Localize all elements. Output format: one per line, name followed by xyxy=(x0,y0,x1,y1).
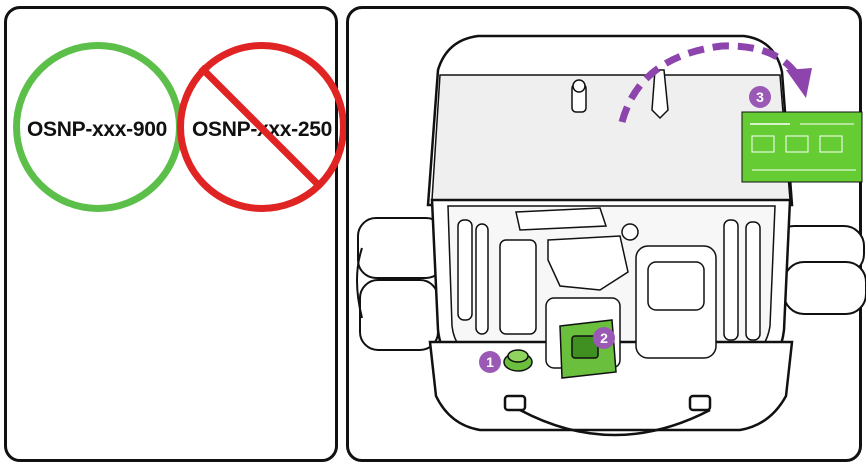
callout-2: 2 xyxy=(593,327,615,349)
callout-3: 3 xyxy=(749,86,771,108)
svg-text:2: 2 xyxy=(600,330,608,346)
case-lid xyxy=(428,36,792,205)
callout-1: 1 xyxy=(479,351,501,373)
left-strap xyxy=(357,218,444,350)
svg-text:1: 1 xyxy=(486,354,494,370)
instruction-card xyxy=(742,112,862,182)
svg-text:3: 3 xyxy=(756,89,764,105)
green-cap xyxy=(504,350,532,371)
